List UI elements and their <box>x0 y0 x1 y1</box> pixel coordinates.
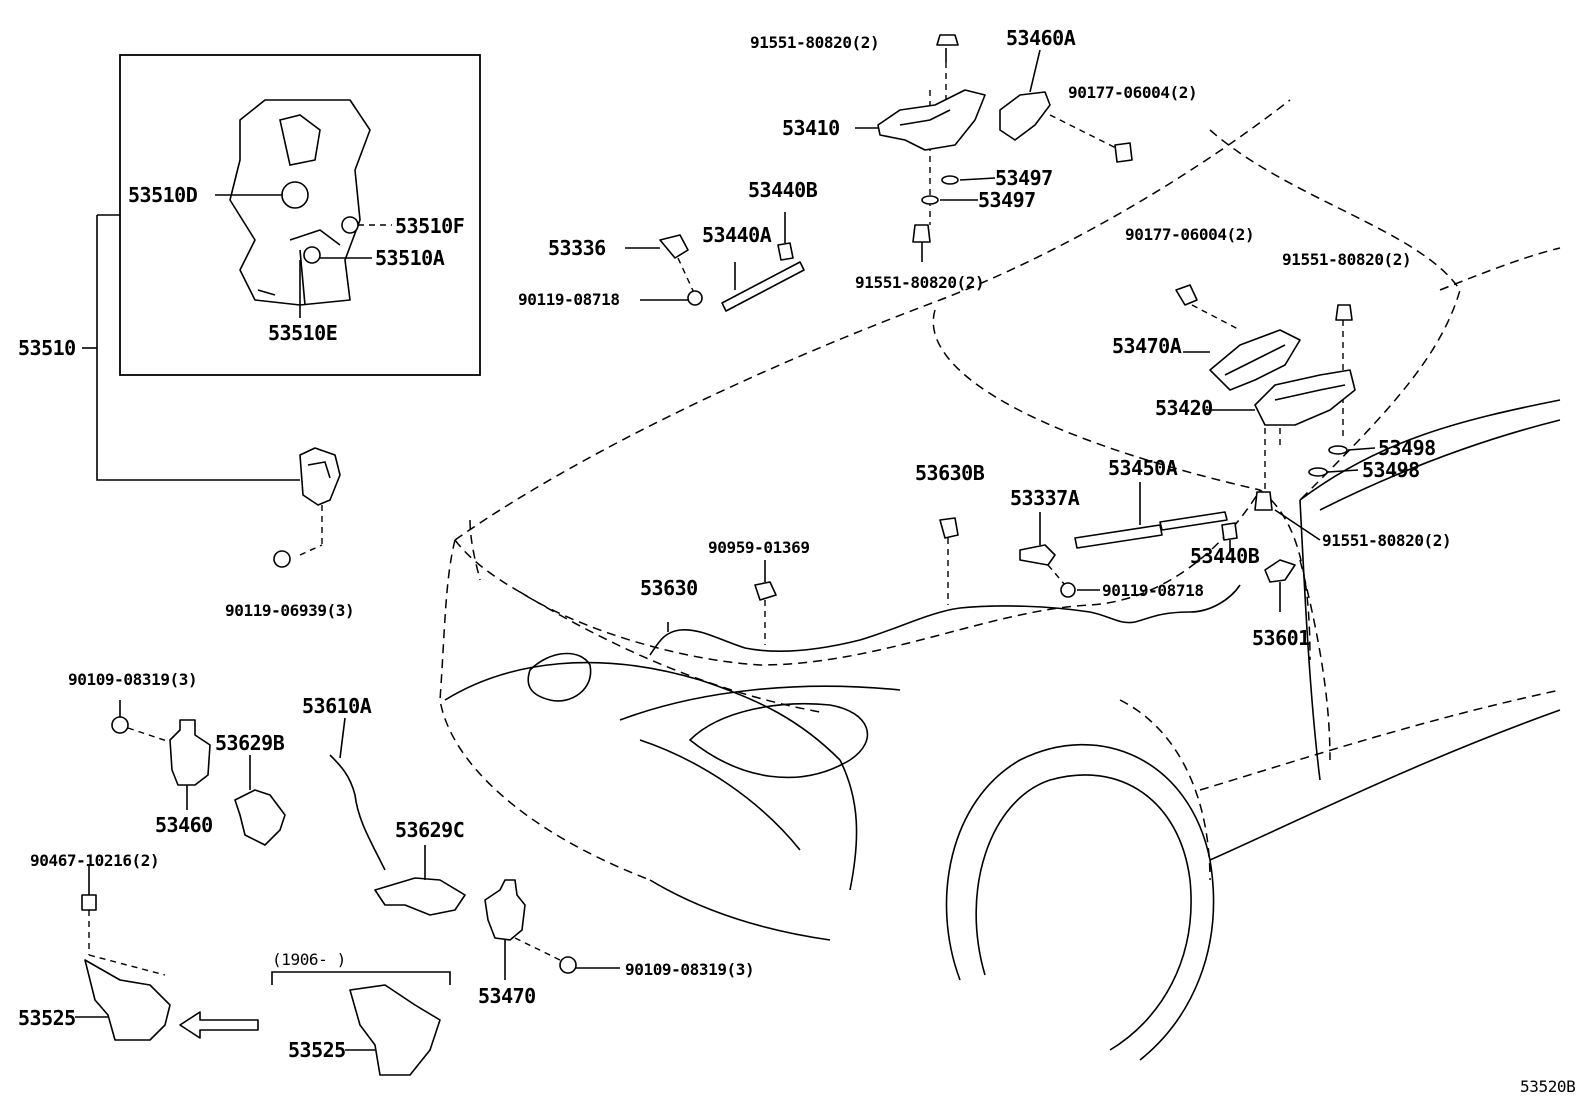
label-53470A: 53470A <box>1112 334 1182 358</box>
label-53610A: 53610A <box>302 694 372 718</box>
label-90959-01369: 90959-01369 <box>708 538 810 557</box>
label-90119-06939: 90119-06939(3) <box>225 601 354 620</box>
label-53440B-bot: 53440B <box>1190 544 1260 568</box>
hood-hinge-53410 <box>855 34 1133 262</box>
label-53336: 53336 <box>548 236 606 260</box>
label-90109-bot: 90109-08319(3) <box>625 960 754 979</box>
label-53629B: 53629B <box>215 731 285 755</box>
label-90177-right: 90177-06004(2) <box>1125 225 1254 244</box>
label-53450A: 53450A <box>1108 456 1178 480</box>
label-53498-b: 53498 <box>1362 458 1420 482</box>
label-91551-right-bot: 91551-80820(2) <box>1322 531 1451 550</box>
label-53510E: 53510E <box>268 321 337 345</box>
label-53629C: 53629C <box>395 818 464 842</box>
53510-bracket <box>96 215 300 481</box>
label-53497-a: 53497 <box>995 166 1053 190</box>
label-53337A: 53337A <box>1010 486 1080 510</box>
label-90109-top: 90109-08319(3) <box>68 670 197 689</box>
drawing-id: 53520B <box>1520 1077 1575 1096</box>
label-53510: 53510 <box>18 336 76 360</box>
label-53510D: 53510D <box>128 183 198 207</box>
lower-left-parts <box>75 700 620 1076</box>
label-53510F: 53510F <box>395 214 464 238</box>
label-90467-10216: 90467-10216(2) <box>30 851 159 870</box>
label-53440A: 53440A <box>702 223 772 247</box>
label-53525-right: 53525 <box>288 1038 346 1062</box>
label-53525-left: 53525 <box>18 1006 76 1030</box>
label-90177-top: 90177-06004(2) <box>1068 83 1197 102</box>
label-53460A: 53460A <box>1006 26 1076 50</box>
hood-lock-53510 <box>273 447 341 568</box>
label-91551-mid: 91551-80820(2) <box>855 273 984 292</box>
label-53498-a: 53498 <box>1378 436 1436 460</box>
date-range: (1906- ) <box>272 950 346 969</box>
label-53630: 53630 <box>640 576 698 600</box>
hood-hinge-53420 <box>1175 284 1376 541</box>
label-91551-right-top: 91551-80820(2) <box>1282 250 1411 269</box>
hood-strut-53440A <box>625 212 805 312</box>
part-labels: 53510 53510D 53510F 53510A 53510E 90119-… <box>18 26 1576 1096</box>
car-body-outline <box>439 99 1561 1061</box>
label-53470: 53470 <box>478 984 536 1008</box>
lock-detail-inset <box>119 54 481 376</box>
label-91551-top: 91551-80820(2) <box>750 33 879 52</box>
label-53630B: 53630B <box>915 461 985 485</box>
label-53497-b: 53497 <box>978 188 1036 212</box>
label-90119-08718-top: 90119-08718 <box>518 290 620 309</box>
label-53420: 53420 <box>1155 396 1213 420</box>
label-53601: 53601 <box>1252 626 1310 650</box>
label-53440B-top: 53440B <box>748 178 818 202</box>
hood-strut-53450A <box>1074 482 1238 552</box>
label-90119-08718-bot: 90119-08718 <box>1102 581 1204 600</box>
label-53510A: 53510A <box>375 246 445 270</box>
middle-parts <box>649 512 1296 656</box>
label-53460: 53460 <box>155 813 213 837</box>
label-53410: 53410 <box>782 116 840 140</box>
